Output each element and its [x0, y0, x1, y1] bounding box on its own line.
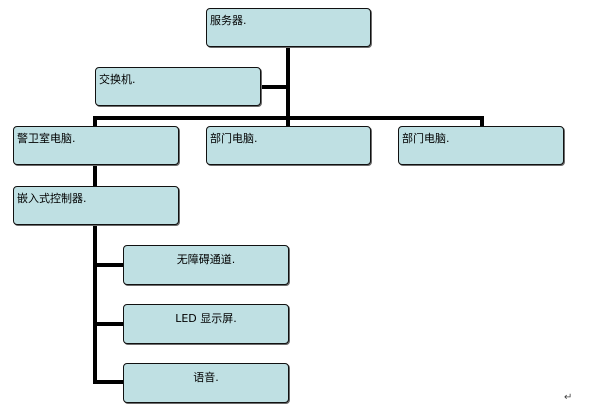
node-embedded-controller-label: 嵌入式控制器.: [17, 192, 87, 205]
node-server-label: 服务器.: [210, 14, 247, 27]
node-barrier-free-passage: 无障碍通道.: [123, 245, 289, 285]
node-server: 服务器.: [206, 8, 371, 47]
node-guard-pc: 警卫室电脑.: [13, 126, 179, 165]
node-dept-pc-2: 部门电脑.: [398, 126, 564, 165]
node-led-display: LED 显示屏.: [123, 304, 289, 344]
node-embedded-controller: 嵌入式控制器.: [13, 186, 179, 225]
connector-guard-to-controller: [93, 165, 97, 188]
connector-guard-drop: [93, 116, 97, 128]
connector-dept1-drop: [286, 116, 290, 128]
connector-led-branch: [93, 322, 123, 326]
connector-controller-trunk: [93, 225, 97, 384]
connector-barrier-branch: [93, 263, 123, 267]
node-switch-label: 交换机.: [99, 73, 136, 86]
node-voice-label: 语音.: [193, 371, 219, 384]
node-barrier-free-passage-label: 无障碍通道.: [176, 253, 236, 266]
connector-dept2-drop: [480, 116, 484, 128]
node-switch: 交换机.: [95, 67, 261, 106]
connector-switch-branch: [260, 85, 288, 89]
paragraph-end-mark: ↵: [564, 392, 573, 403]
node-dept-pc-1-label: 部门电脑.: [210, 132, 258, 145]
node-dept-pc-1: 部门电脑.: [206, 126, 371, 165]
node-guard-pc-label: 警卫室电脑.: [17, 132, 76, 145]
node-led-display-label: LED 显示屏.: [175, 312, 237, 325]
node-dept-pc-2-label: 部门电脑.: [402, 132, 450, 145]
connector-voice-branch: [93, 380, 123, 384]
connector-server-trunk: [286, 47, 290, 126]
node-voice: 语音.: [123, 363, 289, 403]
